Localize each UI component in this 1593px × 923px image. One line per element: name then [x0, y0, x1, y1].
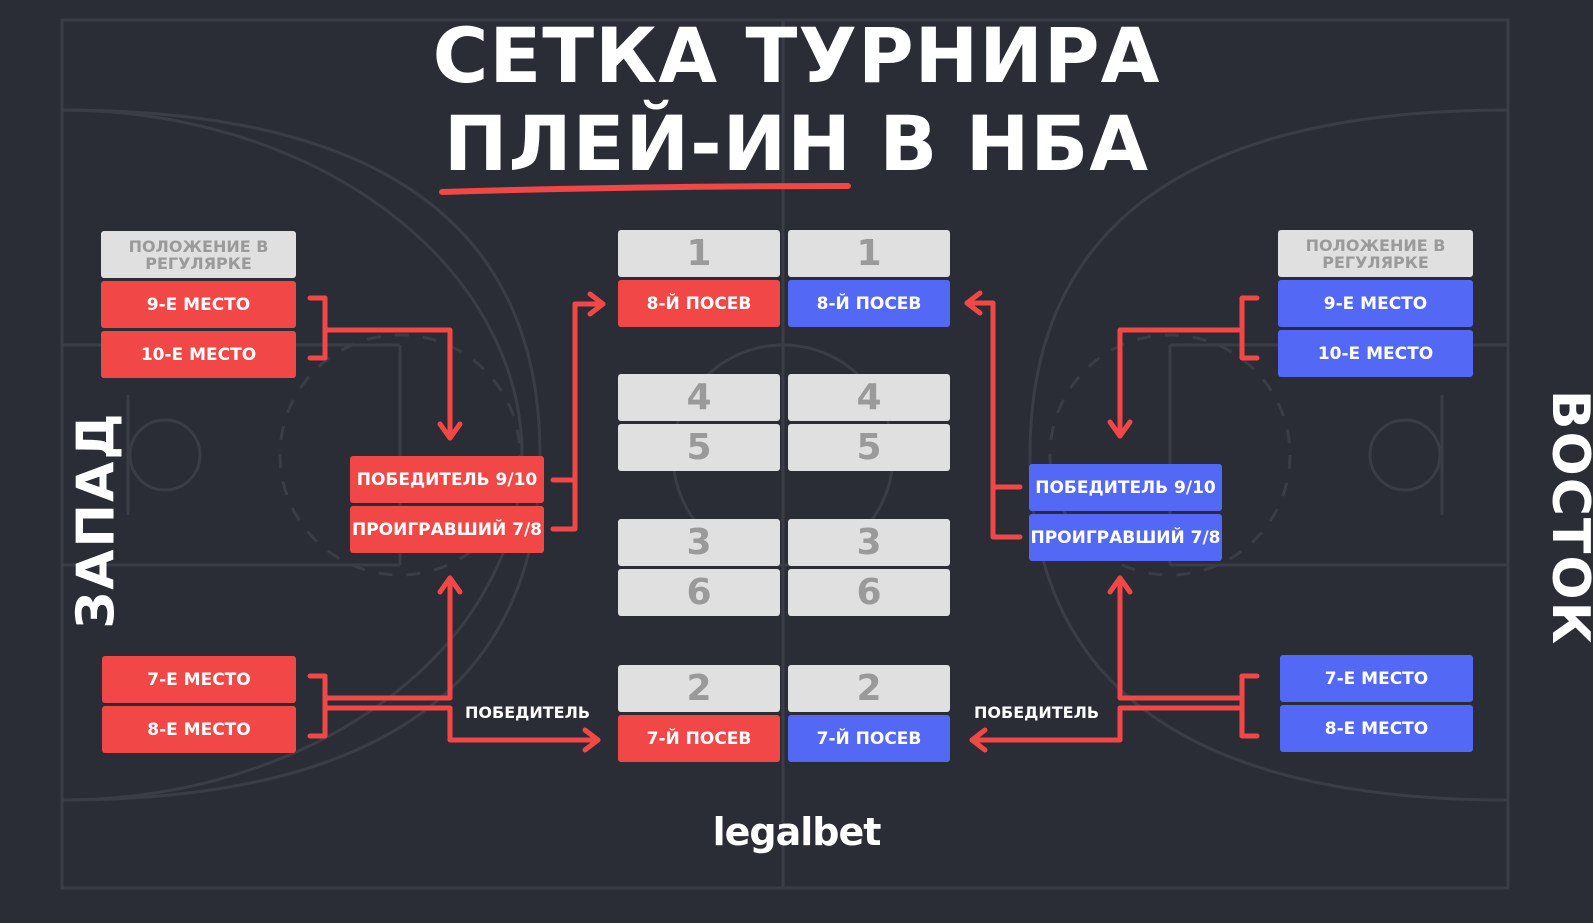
west-label: ЗАПАД — [66, 411, 127, 629]
east-seed-8: 8-Й ПОСЕВ — [788, 280, 950, 327]
west-place-7: 7-Е МЕСТО — [102, 656, 296, 703]
east-winner-label: ПОБЕДИТЕЛЬ — [974, 703, 1100, 722]
east-seed-3: 3 — [788, 519, 950, 566]
west-place-9: 9-Е МЕСТО — [101, 281, 296, 328]
east-seed-7: 7-Й ПОСЕВ — [788, 715, 950, 762]
west-winner-9-10: ПОБЕДИТЕЛЬ 9/10 — [350, 456, 544, 503]
west-seed-2: 2 — [618, 665, 780, 712]
west-seed-1: 1 — [618, 230, 780, 277]
west-place-10: 10-Е МЕСТО — [101, 331, 296, 378]
east-loser-7-8: ПРОИГРАВШИЙ 7/8 — [1029, 514, 1222, 561]
title-line-1: СЕТКА ТУРНИРА — [432, 11, 1161, 100]
east-seed-4: 4 — [788, 374, 950, 421]
legalbet-logo: legalbet — [712, 810, 882, 854]
east-standings-header: ПОЛОЖЕНИЕ В РЕГУЛЯРКЕ — [1278, 230, 1473, 277]
east-place-9: 9-Е МЕСТО — [1278, 280, 1473, 327]
east-place-8: 8-Е МЕСТО — [1280, 705, 1473, 752]
title-underline — [439, 183, 851, 195]
west-seed-7: 7-Й ПОСЕВ — [618, 715, 780, 762]
west-seed-8: 8-Й ПОСЕВ — [618, 280, 780, 327]
west-loser-7-8: ПРОИГРАВШИЙ 7/8 — [350, 506, 544, 553]
west-seed-6: 6 — [618, 569, 780, 616]
east-place-7: 7-Е МЕСТО — [1280, 655, 1473, 702]
west-seed-5: 5 — [618, 424, 780, 471]
west-winner-label: ПОБЕДИТЕЛЬ — [465, 703, 591, 722]
east-place-10: 10-Е МЕСТО — [1278, 330, 1473, 377]
west-standings-header: ПОЛОЖЕНИЕ В РЕГУЛЯРКЕ — [101, 231, 296, 278]
west-seed-3: 3 — [618, 519, 780, 566]
east-seed-2: 2 — [788, 665, 950, 712]
east-label: ВОСТОК — [1540, 389, 1593, 647]
east-seed-5: 5 — [788, 424, 950, 471]
west-place-8: 8-Е МЕСТО — [102, 706, 296, 753]
west-seed-4: 4 — [618, 374, 780, 421]
east-winner-9-10: ПОБЕДИТЕЛЬ 9/10 — [1029, 464, 1222, 511]
title-line-2: ПЛЕЙ-ИН В НБА — [443, 99, 1150, 188]
east-seed-6: 6 — [788, 569, 950, 616]
east-seed-1: 1 — [788, 230, 950, 277]
